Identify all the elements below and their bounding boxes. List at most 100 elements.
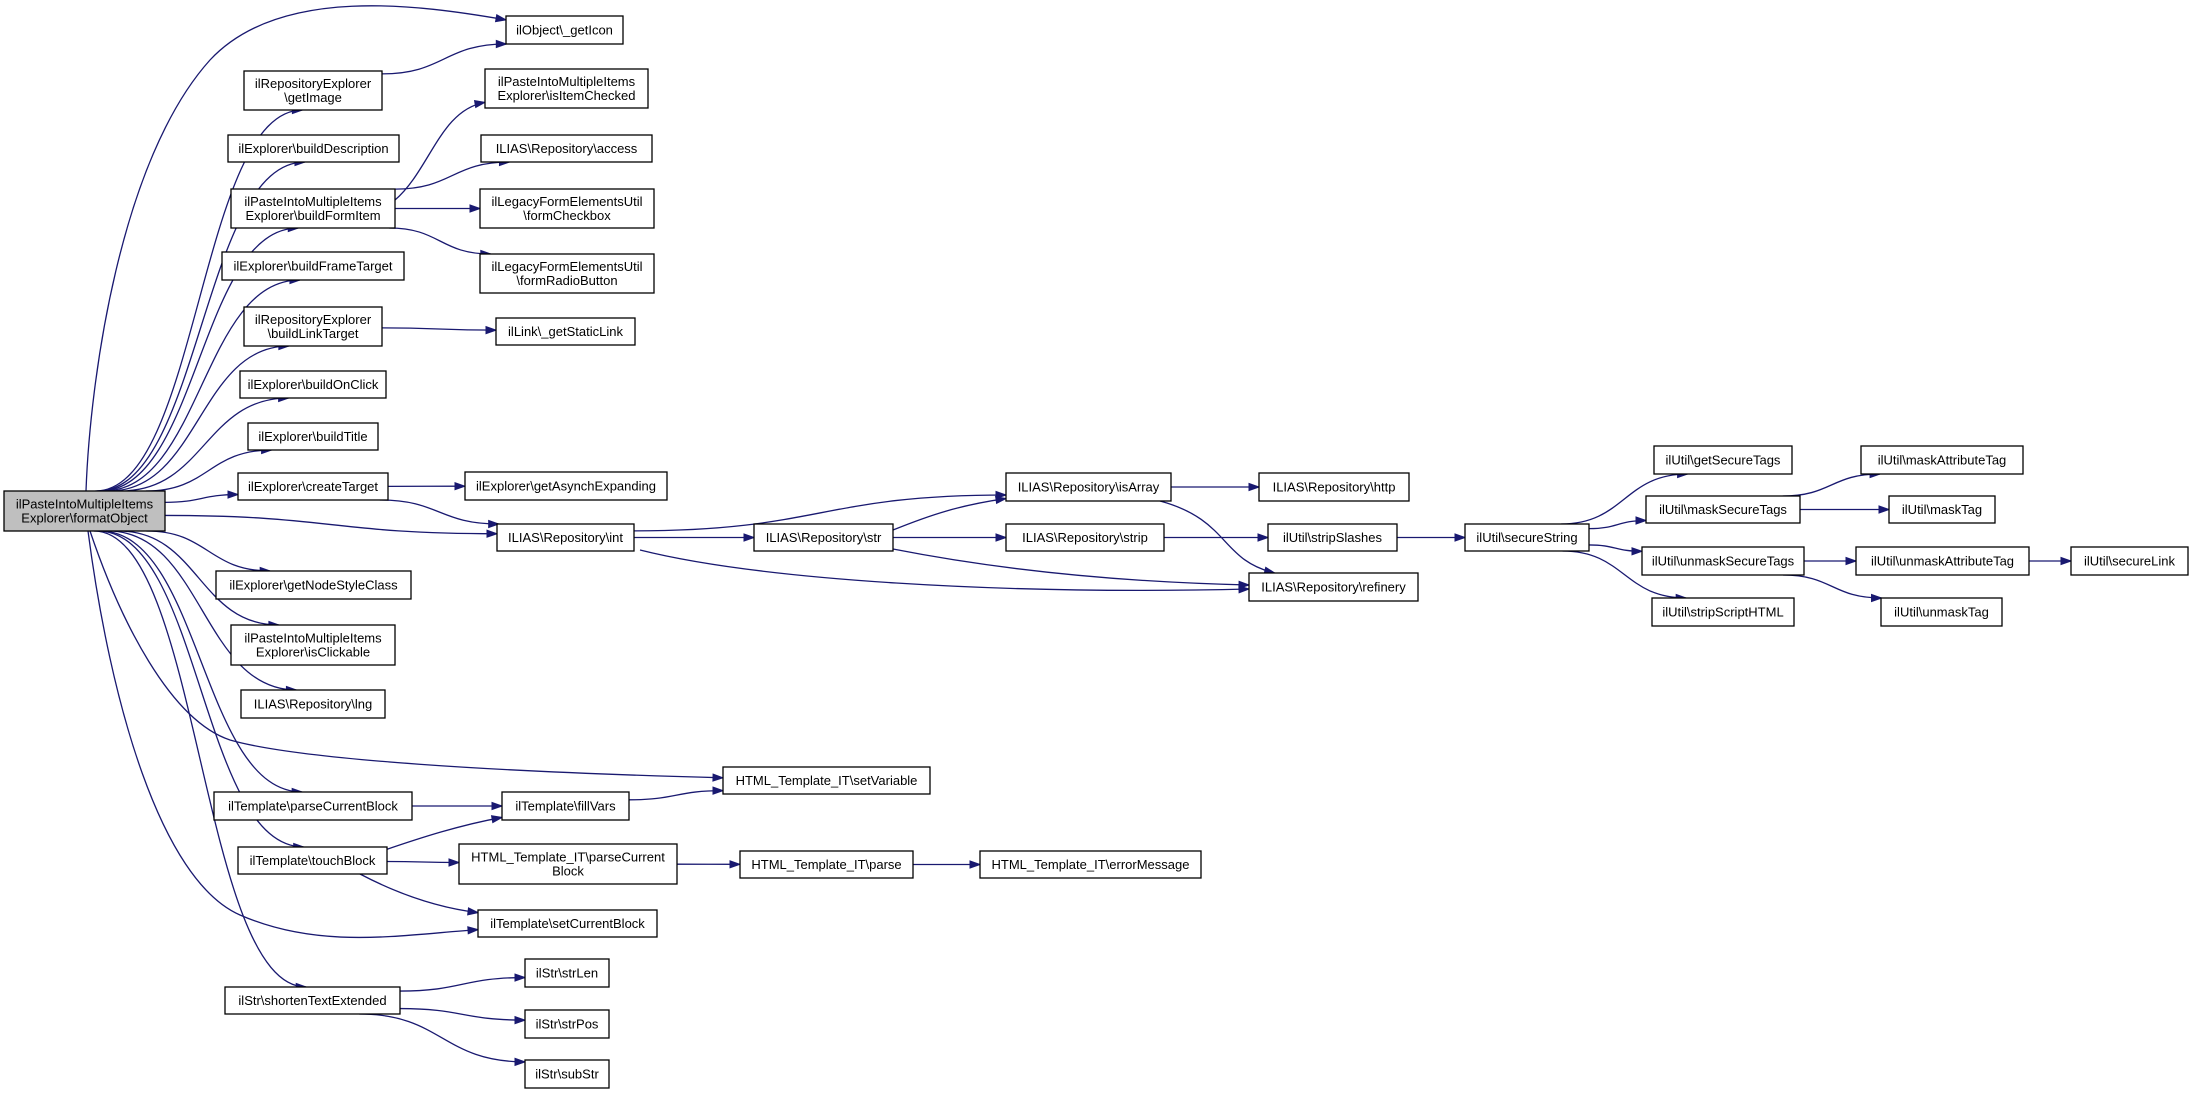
edge-arrowhead	[473, 99, 487, 109]
node-get-asynch-expanding[interactable]: ilExplorer\getAsynchExpanding	[464, 471, 668, 501]
node-label: ILIAS\Repository\int	[508, 530, 623, 545]
edge-line	[164, 493, 239, 504]
node-label: HTML_Template_IT\setVariable	[736, 773, 918, 788]
node-set-current-block[interactable]: ilTemplate\setCurrentBlock	[477, 909, 658, 938]
edge-secureString-to-unmaskSecureTags	[1588, 544, 1644, 556]
edge-line	[164, 514, 498, 535]
node-int[interactable]: ILIAS\Repository\int	[496, 523, 635, 552]
node-get-secure-tags[interactable]: ilUtil\getSecureTags	[1653, 445, 1793, 475]
node-box	[458, 843, 678, 885]
edge-str-to-refinery	[892, 548, 1251, 589]
edge-arrowhead	[995, 495, 1008, 505]
node-strip-slashes[interactable]: ilUtil\stripSlashes	[1267, 523, 1398, 552]
node-it-parse[interactable]: HTML_Template_IT\parse	[739, 850, 914, 879]
node-get-node-style-class[interactable]: ilExplorer\getNodeStyleClass	[215, 570, 412, 600]
node-label: ILIAS\Repository\refinery	[1261, 580, 1406, 595]
edge-line	[381, 327, 497, 331]
node-box	[1651, 597, 1795, 627]
node-access[interactable]: ILIAS\Repository\access	[480, 134, 653, 163]
node-it-parse-current-block[interactable]: HTML_Template_IT\parseCurrentBlock	[458, 843, 678, 885]
node-str-len[interactable]: ilStr\strLen	[524, 958, 610, 988]
node-box	[227, 134, 400, 163]
edge-arrowhead	[1257, 533, 1270, 542]
node-build-form-item[interactable]: ilPasteIntoMultipleItemsExplorer\buildFo…	[230, 188, 396, 229]
node-fill-vars[interactable]: ilTemplate\fillVars	[501, 791, 630, 821]
edge-line	[99, 227, 299, 492]
node-box	[2070, 546, 2189, 576]
node-strip-script-h-t-m-l[interactable]: ilUtil\stripScriptHTML	[1651, 597, 1795, 627]
node-get-static-link[interactable]: ilLink\_getStaticLink	[495, 317, 636, 346]
node-is-array[interactable]: ILIAS\Repository\isArray	[1005, 472, 1172, 502]
node-label: ilRepositoryExplorer	[255, 76, 372, 91]
node-box	[524, 1009, 610, 1039]
node-mask-tag[interactable]: ilUtil\maskTag	[1888, 495, 1996, 524]
node-http[interactable]: ILIAS\Repository\http	[1258, 472, 1410, 502]
node-box	[1005, 472, 1172, 502]
node-secure-string[interactable]: ilUtil\secureString	[1464, 523, 1590, 552]
node-label: ILIAS\Repository\isArray	[1018, 480, 1160, 495]
node-strip[interactable]: ILIAS\Repository\strip	[1005, 523, 1165, 552]
node-label: ilLink\_getStaticLink	[508, 324, 623, 339]
node-label: ILIAS\Repository\str	[766, 530, 882, 545]
node-sub-str[interactable]: ilStr\subStr	[524, 1059, 610, 1089]
node-label: ilTemplate\parseCurrentBlock	[228, 799, 398, 814]
node-root[interactable]: ilPasteIntoMultipleItemsExplorer\formatO…	[3, 490, 166, 532]
edge-arrowhead	[486, 529, 499, 538]
node-unmask-tag[interactable]: ilUtil\unmaskTag	[1880, 597, 2003, 627]
node-create-target[interactable]: ilExplorer\createTarget	[237, 472, 389, 501]
edge-root-to-int	[164, 514, 499, 538]
node-parse-current-block[interactable]: ilTemplate\parseCurrentBlock	[213, 791, 413, 821]
node-unmask-attribute-tag[interactable]: ilUtil\unmaskAttributeTag	[1855, 546, 2030, 576]
node-label: Explorer\buildFormItem	[245, 208, 380, 223]
node-lng[interactable]: ILIAS\Repository\lng	[240, 689, 386, 719]
node-label: ilLegacyFormElementsUtil	[492, 259, 643, 274]
node-box	[496, 523, 635, 552]
edge-strip-to-stripSlashes	[1164, 533, 1270, 542]
node-box	[979, 850, 1202, 879]
edge-arrowhead	[495, 39, 508, 49]
node-label: Explorer\isClickable	[256, 645, 370, 660]
node-label: ILIAS\Repository\strip	[1022, 530, 1148, 545]
node-label: ilExplorer\buildOnClick	[248, 377, 379, 392]
node-mask-attribute-tag[interactable]: ilUtil\maskAttributeTag	[1860, 445, 2024, 475]
node-label: ilExplorer\buildDescription	[238, 141, 388, 156]
node-set-variable[interactable]: HTML_Template_IT\setVariable	[722, 766, 931, 795]
node-shorten-text-extended[interactable]: ilStr\shortenTextExtended	[224, 986, 401, 1015]
node-mask-secure-tags[interactable]: ilUtil\maskSecureTags	[1645, 495, 1801, 524]
node-build-link-target[interactable]: ilRepositoryExplorer\buildLinkTarget	[243, 306, 383, 347]
node-label: ilExplorer\buildFrameTarget	[234, 259, 393, 274]
node-refinery[interactable]: ILIAS\Repository\refinery	[1248, 572, 1419, 602]
node-is-clickable[interactable]: ilPasteIntoMultipleItemsExplorer\isClick…	[230, 624, 396, 666]
node-build-frame-target[interactable]: ilExplorer\buildFrameTarget	[221, 251, 405, 281]
node-box	[753, 523, 894, 552]
edge-unmaskSecureTags-to-unmaskAttributeTag	[1804, 556, 1858, 566]
node-touch-block[interactable]: ilTemplate\touchBlock	[237, 846, 388, 875]
node-build-description[interactable]: ilExplorer\buildDescription	[227, 134, 400, 163]
edge-root-to-getNodeStyleClass	[146, 530, 272, 576]
node-build-on-click[interactable]: ilExplorer\buildOnClick	[239, 370, 387, 399]
edge-line	[97, 161, 305, 492]
edge-stripSlashes-to-secureString	[1397, 533, 1467, 542]
node-get-image[interactable]: ilRepositoryExplorer\getImage	[243, 70, 383, 111]
node-form-checkbox[interactable]: ilLegacyFormElementsUtil\formCheckbox	[479, 188, 655, 229]
node-str-pos[interactable]: ilStr\strPos	[524, 1009, 610, 1039]
node-is-item-checked[interactable]: ilPasteIntoMultipleItemsExplorer\isItemC…	[484, 68, 649, 109]
edge-root-to-setVariable	[89, 530, 725, 782]
node-label: ilUtil\stripScriptHTML	[1662, 605, 1783, 620]
node-build-title[interactable]: ilExplorer\buildTitle	[247, 422, 379, 451]
node-unmask-secure-tags[interactable]: ilUtil\unmaskSecureTags	[1641, 546, 1805, 576]
edge-root-to-buildLinkTarget	[109, 341, 291, 492]
node-form-radio-button[interactable]: ilLegacyFormElementsUtil\formRadioButton	[479, 253, 655, 294]
edge-root-to-createTarget	[164, 490, 240, 504]
edge-createTarget-to-int	[379, 499, 501, 529]
node-box	[247, 422, 379, 451]
node-secure-link[interactable]: ilUtil\secureLink	[2070, 546, 2189, 576]
node-str[interactable]: ILIAS\Repository\str	[753, 523, 894, 552]
edge-buildFormItem-to-access	[394, 157, 511, 190]
edge-shortenTextExtended-to-strLen	[399, 973, 527, 992]
node-label: Block	[552, 864, 584, 879]
node-error-message[interactable]: HTML_Template_IT\errorMessage	[979, 850, 1202, 879]
node-get-icon[interactable]: ilObject\_getIcon	[505, 15, 624, 45]
node-label: ilExplorer\getNodeStyleClass	[229, 578, 398, 593]
edge-line	[389, 227, 491, 255]
